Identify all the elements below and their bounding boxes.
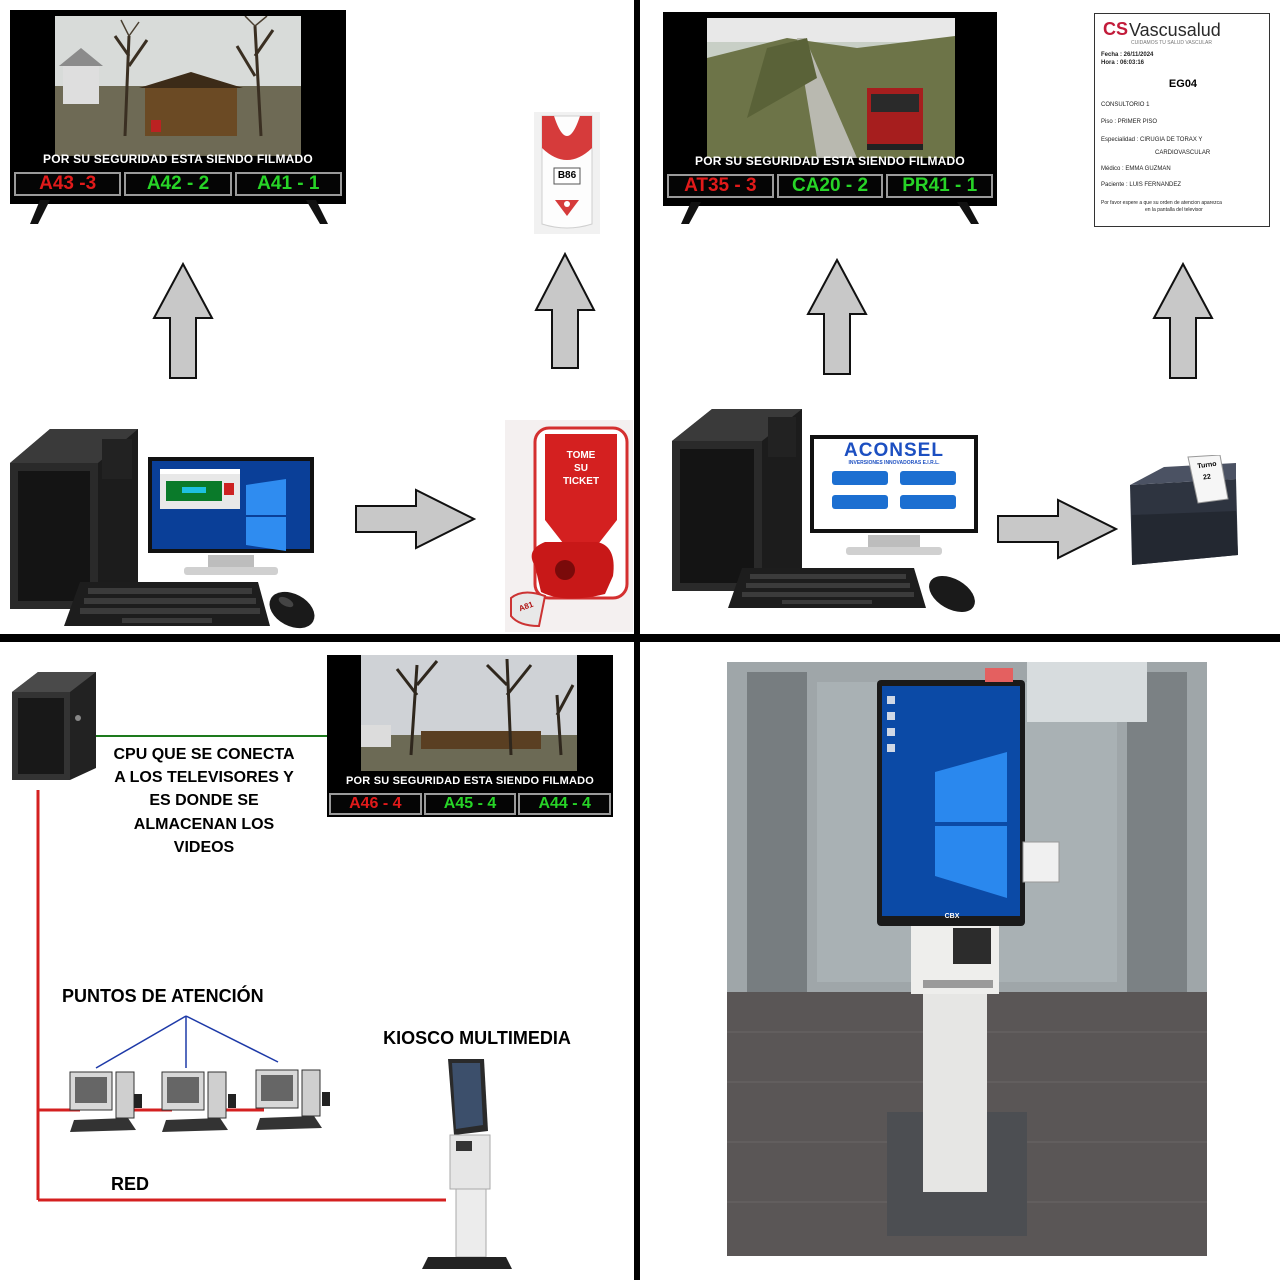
ticket-paciente: Paciente : LUIS FERNANDEZ: [1101, 182, 1182, 188]
pc-tower: [10, 429, 138, 609]
pc-monitor: [810, 435, 978, 555]
cpu-label-line-4: ALMACENAN LOS: [133, 816, 275, 833]
tv-stand: [681, 202, 979, 224]
workstation-1: [69, 1071, 142, 1132]
mouse: [269, 591, 315, 629]
right-arrow-dispenser: [355, 488, 476, 550]
workstation-3: [255, 1069, 330, 1130]
tv-banner: POR SU SEGURIDAD ESTA SIENDO FILMADO: [43, 152, 313, 166]
call-slot-3: PR41 - 1: [886, 174, 994, 198]
kiosk-brand: CBX: [944, 913, 960, 920]
network-diagram: [36, 735, 446, 1202]
tv-call-row: AT35 - 3 CA20 - 2 PR41 - 1: [667, 174, 994, 198]
call-slot-3: A41 - 1: [234, 172, 342, 196]
up-arrow-tv: [806, 258, 868, 375]
red-label: RED: [110, 1174, 149, 1194]
pc-monitor: [148, 457, 314, 575]
ticket-especialidad-2: CARDIOVASCULAR: [1155, 150, 1211, 156]
call-slot-2: A42 - 2: [124, 172, 232, 196]
kiosk-small: [422, 1059, 512, 1269]
tv-display: POR SU SEGURIDAD ESTA SIENDO FILMADO A43…: [10, 10, 346, 204]
printed-ticket: CS Vascusalud CUIDAMOS TU SALUD VASCULAR…: [1094, 13, 1270, 227]
tv-video-frame: [55, 16, 301, 156]
call-slot-1: A46 - 4: [329, 793, 422, 815]
call-slot-2: A45 - 4: [423, 793, 517, 815]
brand-name: Vascusalud: [1129, 20, 1221, 40]
ticket-code: EG04: [1168, 78, 1198, 90]
ticket-footer-1: Por favor espere a que su orden de atenc…: [1101, 200, 1222, 206]
server-cpu: [12, 672, 96, 780]
cpu-label-line-3: ES DONDE SE: [149, 792, 259, 809]
pc-tower: [672, 409, 802, 591]
call-slot-2: CA20 - 2: [776, 174, 884, 198]
ticket-medico: Médico : EMMA GUZMAN: [1101, 166, 1171, 172]
dispenser-text-line1: TOME: [566, 450, 596, 461]
kiosco-label: KIOSCO MULTIMEDIA: [383, 1028, 571, 1048]
up-arrow-tv: [152, 262, 214, 379]
call-slot-3: A44 - 4: [518, 793, 612, 815]
monitor-brand: ACONSEL: [844, 440, 944, 461]
dispenser-text-line2: SU: [574, 463, 588, 474]
ticket-footer-2: en la pantalla del televisor: [1145, 207, 1203, 213]
ticket-hora: Hora : 06:03:16: [1101, 60, 1145, 66]
tv-video-frame: [361, 655, 577, 771]
tv-banner: POR SU SEGURIDAD ESTA SIENDO FILMADO: [695, 154, 965, 168]
horizontal-divider: [0, 634, 1280, 642]
tv-stand: [30, 200, 328, 224]
thermal-printer: [1130, 455, 1238, 565]
ticket-piso: Piso : PRIMER PISO: [1101, 119, 1158, 125]
call-slot-1: A43 -3: [14, 172, 122, 196]
ticket-especialidad: Especialidad : CIRUGIA DE TORAX Y: [1101, 137, 1203, 143]
right-arrow-printer: [997, 498, 1118, 560]
cpu-label-line-5: VIDEOS: [173, 839, 235, 856]
tv-display: POR SU SEGURIDAD ESTA SIENDO FILMADO AT3…: [663, 12, 997, 206]
tv-video-frame: [707, 18, 955, 158]
tv-banner: POR SU SEGURIDAD ESTA SIENDO FILMADO: [346, 775, 594, 787]
kiosk-photo: [727, 662, 1207, 1256]
keyboard: [64, 582, 270, 626]
cpu-label-line-2: A LOS TELEVISORES Y: [114, 769, 294, 786]
ticket-fecha: Fecha : 26/11/2024: [1101, 52, 1154, 58]
ticket-consultorio: CONSULTORIO 1: [1101, 102, 1150, 108]
monitor-subtitle: INVERSIONES INNOVADORAS E.I.R.L.: [848, 460, 940, 466]
ticket-dispenser: [505, 420, 633, 632]
tv-display: POR SU SEGURIDAD ESTA SIENDO FILMADO A46…: [327, 655, 613, 817]
brand-logo-cs: CS: [1103, 19, 1129, 39]
puntos-atencion-label: PUNTOS DE ATENCIÓN: [62, 986, 264, 1006]
tv-call-row: A43 -3 A42 - 2 A41 - 1: [14, 172, 342, 196]
up-arrow-ticket: [1152, 262, 1214, 379]
up-arrow-ticket: [534, 252, 596, 369]
keyboard: [728, 568, 926, 608]
cpu-label-line-1: CPU QUE SE CONECTA: [113, 746, 295, 763]
workstation-2: [161, 1071, 236, 1132]
call-slot-1: AT35 - 3: [667, 174, 774, 198]
brand-tagline: CUIDAMOS TU SALUD VASCULAR: [1131, 40, 1212, 46]
tv-call-row: A46 - 4 A45 - 4 A44 - 4: [329, 793, 612, 815]
mouse: [929, 575, 975, 613]
paper-ticket-number: B86: [557, 170, 577, 181]
dispenser-text-line3: TICKET: [562, 476, 600, 487]
paper-ticket: [534, 112, 600, 234]
